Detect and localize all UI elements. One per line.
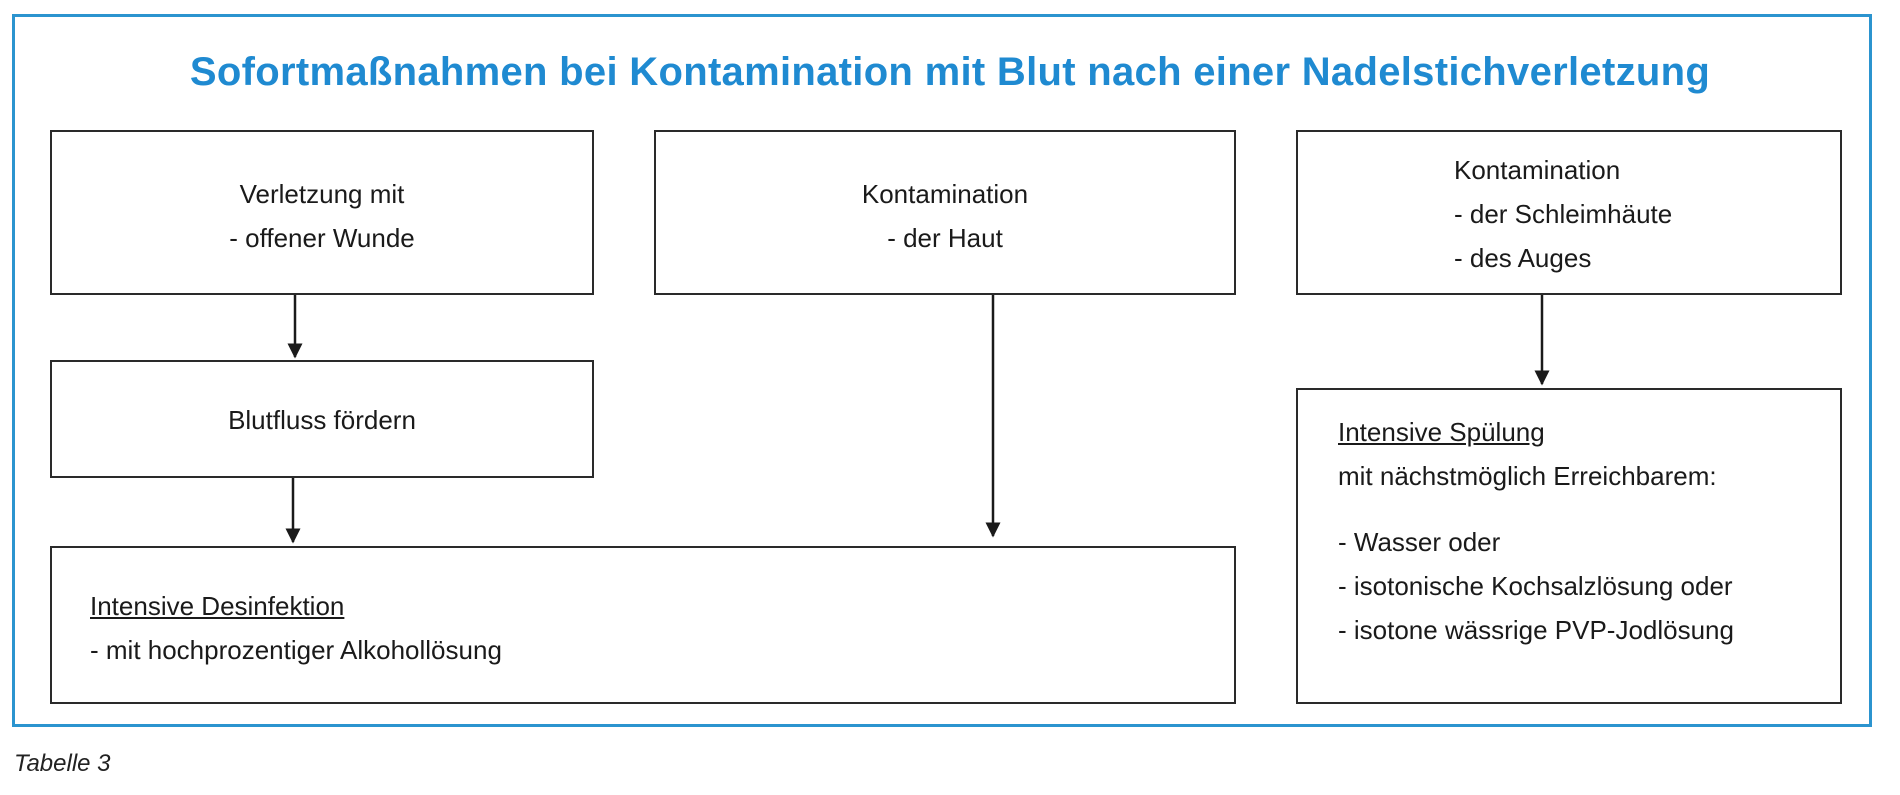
node-rinsing: Intensive Spülung mit nächstmöglich Erre… bbox=[1296, 388, 1842, 704]
node-mucosa-line3: - des Auges bbox=[1454, 243, 1592, 273]
node-skin-line1: Kontamination bbox=[861, 179, 1029, 209]
node-rinsing-heading: Intensive Spülung bbox=[1338, 417, 1545, 447]
node-rinsing-item: - isotone wässrige PVP-Jodlösung bbox=[1338, 615, 1734, 645]
diagram-frame bbox=[12, 14, 1872, 727]
node-open-wound-line2: - offener Wunde bbox=[229, 223, 415, 253]
node-rinsing-item: - isotonische Kochsalzlösung oder bbox=[1338, 571, 1733, 601]
node-mucosa-line2: - der Schleimhäute bbox=[1454, 199, 1673, 229]
node-disinfection-heading: Intensive Desinfektion bbox=[90, 591, 345, 621]
node-open-wound-line1: Verletzung mit bbox=[239, 179, 405, 209]
node-disinfection: Intensive Desinfektion - mit hochprozent… bbox=[50, 546, 1236, 704]
node-mucosa-contamination: Kontamination - der Schleimhäute - des A… bbox=[1296, 130, 1842, 295]
diagram-title: Sofortmaßnahmen bei Kontamination mit Bl… bbox=[189, 50, 1711, 94]
node-blood-flow: Blutfluss fördern bbox=[50, 360, 594, 478]
node-rinsing-line1: mit nächstmöglich Erreichbarem: bbox=[1338, 461, 1717, 491]
node-skin-contamination: Kontamination - der Haut bbox=[654, 130, 1236, 295]
node-rinsing-item: - Wasser oder bbox=[1338, 527, 1501, 557]
node-open-wound: Verletzung mit - offener Wunde bbox=[50, 130, 594, 295]
node-mucosa-line1: Kontamination bbox=[1454, 155, 1621, 185]
node-disinfection-line1: - mit hochprozentiger Alkohollösung bbox=[90, 635, 502, 665]
node-blood-flow-label: Blutfluss fördern bbox=[228, 405, 416, 435]
node-skin-line2: - der Haut bbox=[887, 223, 1003, 253]
table-caption: Tabelle 3 bbox=[14, 750, 111, 777]
